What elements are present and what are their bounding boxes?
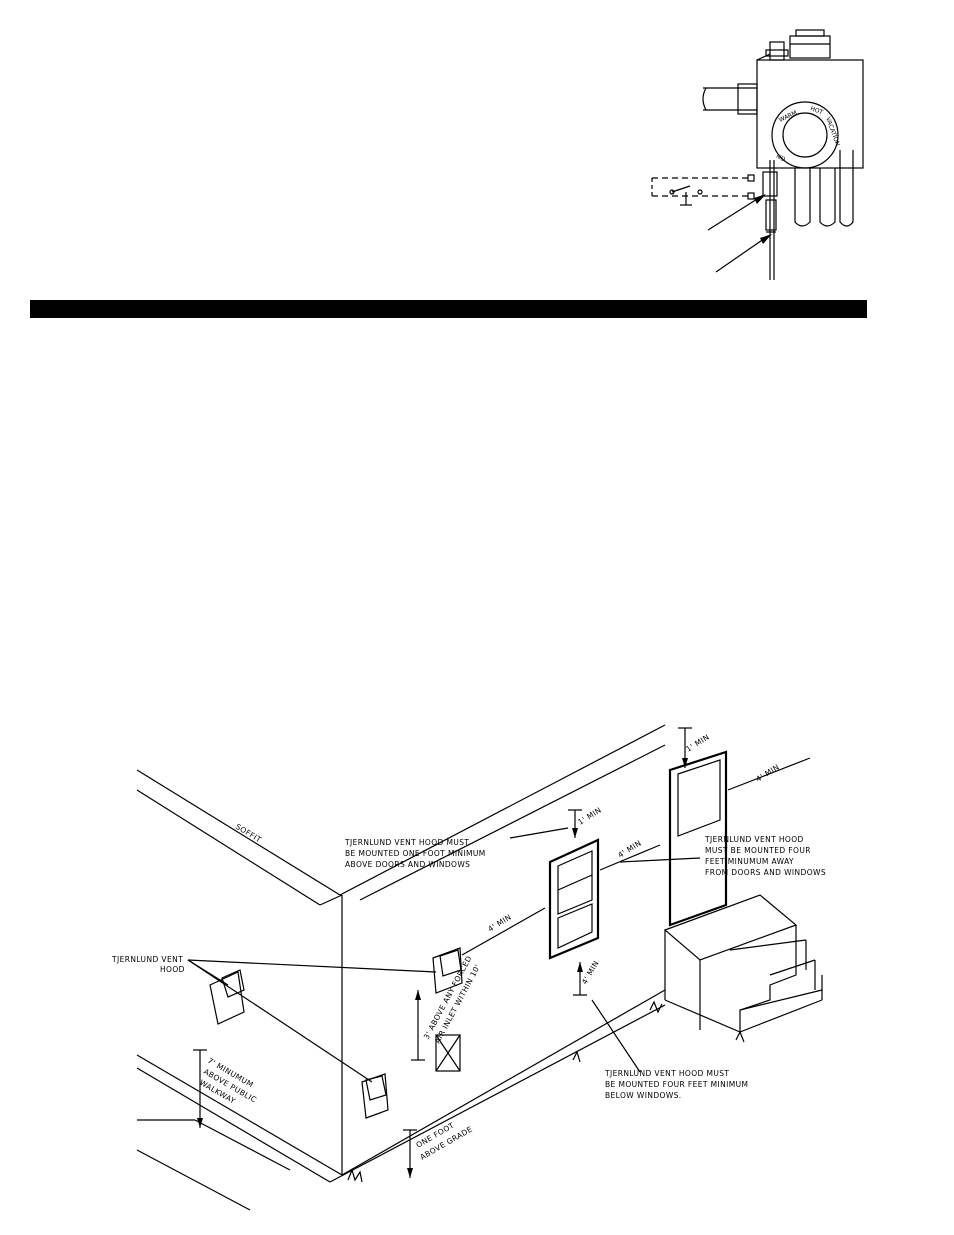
dim-window-hood: 4' MIN: [486, 912, 513, 933]
door: [668, 750, 728, 927]
hood-label-line-1: TJERNLUND VENT: [111, 955, 183, 964]
dim-window-top: 1' MIN: [576, 805, 603, 826]
note-away-doors-line-3: FEET MINUMUM AWAY: [705, 857, 794, 866]
dimension-lines: [193, 727, 811, 1178]
note-away-doors-line-2: MUST BE MOUNTED FOUR: [705, 846, 811, 855]
dim-window-door: 4' MIN: [616, 838, 643, 859]
section-divider-bar: [30, 300, 867, 318]
note-above-doors-line-2: BE MOUNTED ONE FOOT MINIMUM: [345, 849, 486, 858]
vent-hood-window: [432, 947, 463, 994]
dim-door-side: 4' MIN: [754, 762, 781, 783]
gas-valve-illustration: WARM HOT VACATION ON: [651, 29, 864, 280]
note-below-windows-line-1: TJERNLUND VENT HOOD MUST: [604, 1069, 729, 1078]
vent-hood-lower: [361, 1073, 389, 1119]
vent-hood-left-wall: [209, 969, 245, 1025]
dim-window-below: 4' MIN: [580, 959, 601, 986]
vent-clearance-diagram: SOFFIT: [111, 724, 826, 1211]
window: [548, 838, 600, 960]
note-above-doors-line-1: TJERNLUND VENT HOOD MUST: [344, 838, 469, 847]
forced-air-inlet: [435, 1034, 461, 1072]
entry-steps: [663, 894, 823, 1033]
dim-door-top: 1' MIN: [684, 732, 711, 753]
hood-label-line-2: HOOD: [160, 965, 185, 974]
note-away-doors-line-4: FROM DOORS AND WINDOWS: [705, 868, 826, 877]
note-away-doors-line-1: TJERNLUND VENT HOOD: [704, 835, 804, 844]
soffit-label: SOFFIT: [234, 822, 263, 844]
dial-label-on: ON: [776, 152, 787, 163]
note-below-windows-line-2: BE MOUNTED FOUR FEET MINIMUM: [605, 1080, 748, 1089]
note-below-windows-line-3: BELOW WINDOWS.: [605, 1091, 682, 1100]
dial-label-hot: HOT: [809, 105, 824, 116]
note-above-doors-line-3: ABOVE DOORS AND WINDOWS: [345, 860, 470, 869]
leader-lines: [187, 827, 701, 1083]
